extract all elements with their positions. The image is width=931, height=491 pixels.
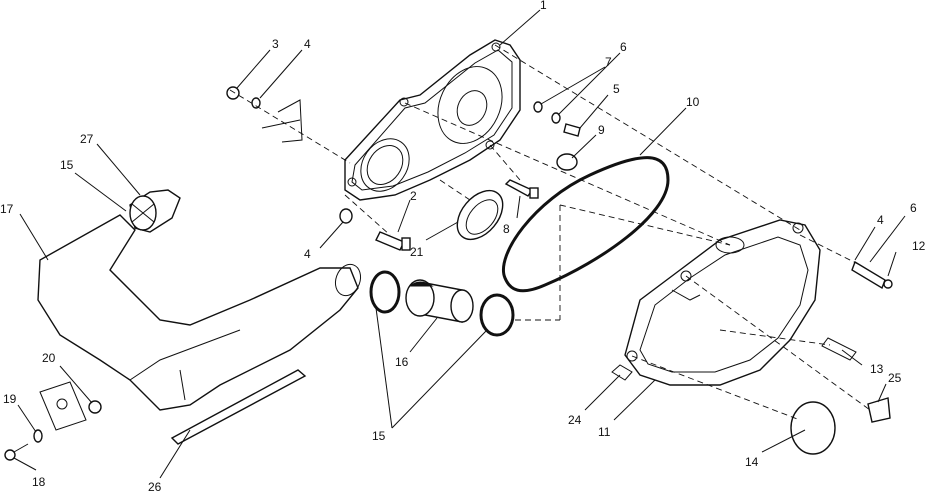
clip-25-part [867,397,891,423]
callout-3: 3 [272,37,279,51]
callout-21: 21 [410,245,424,259]
intake-duct-part [37,214,362,411]
washer-4-part [339,208,353,224]
callout-18: 18 [32,475,46,489]
callout-1: 1 [540,0,547,12]
callout-4-right: 4 [877,213,884,227]
leader-lines [13,9,906,479]
bolt-part [4,443,29,461]
disc-14-part [790,401,836,455]
coupler-tube-part [405,279,474,323]
callout-9: 9 [598,123,605,137]
clamp-ring-left [369,270,401,314]
upper-right-hardware [504,101,581,199]
callout-4-middle: 4 [304,247,311,261]
filter-cap-part [129,189,181,233]
callout-6-right: 6 [910,201,917,215]
foam-strip-part [170,369,307,445]
callout-12: 12 [912,239,926,253]
washer-part [33,429,43,443]
upper-left-hardware [226,86,303,143]
callout-7: 7 [605,55,612,69]
callout-17: 17 [0,202,14,216]
callout-2: 2 [410,189,417,203]
nut-part [88,400,102,414]
assembly-centerlines [229,44,871,421]
drive-belt-part [502,156,670,293]
callout-24: 24 [568,413,582,427]
callout-4-upper: 4 [304,37,311,51]
inner-cover-part [344,39,521,201]
gasket-plate-part [39,381,87,431]
bolt-12-part [851,260,893,290]
callout-6-upper: 6 [620,40,627,54]
callout-26: 26 [148,480,162,491]
callout-27: 27 [80,132,94,146]
callout-13: 13 [870,362,884,376]
callout-25: 25 [888,371,902,385]
callout-15-lower: 15 [372,429,386,443]
bracket-13-part [821,337,857,361]
bolt-2-part [375,231,411,251]
callout-10: 10 [686,95,700,109]
clamp-ring-right [479,293,515,337]
seal-part [456,189,504,241]
callout-20: 20 [42,351,56,365]
callout-15-upper: 15 [60,158,74,172]
callout-16: 16 [395,355,409,369]
callout-14: 14 [745,455,759,469]
callout-11: 11 [598,425,611,439]
callout-19: 19 [3,392,17,406]
callout-5: 5 [613,82,620,96]
callout-8: 8 [503,222,510,236]
